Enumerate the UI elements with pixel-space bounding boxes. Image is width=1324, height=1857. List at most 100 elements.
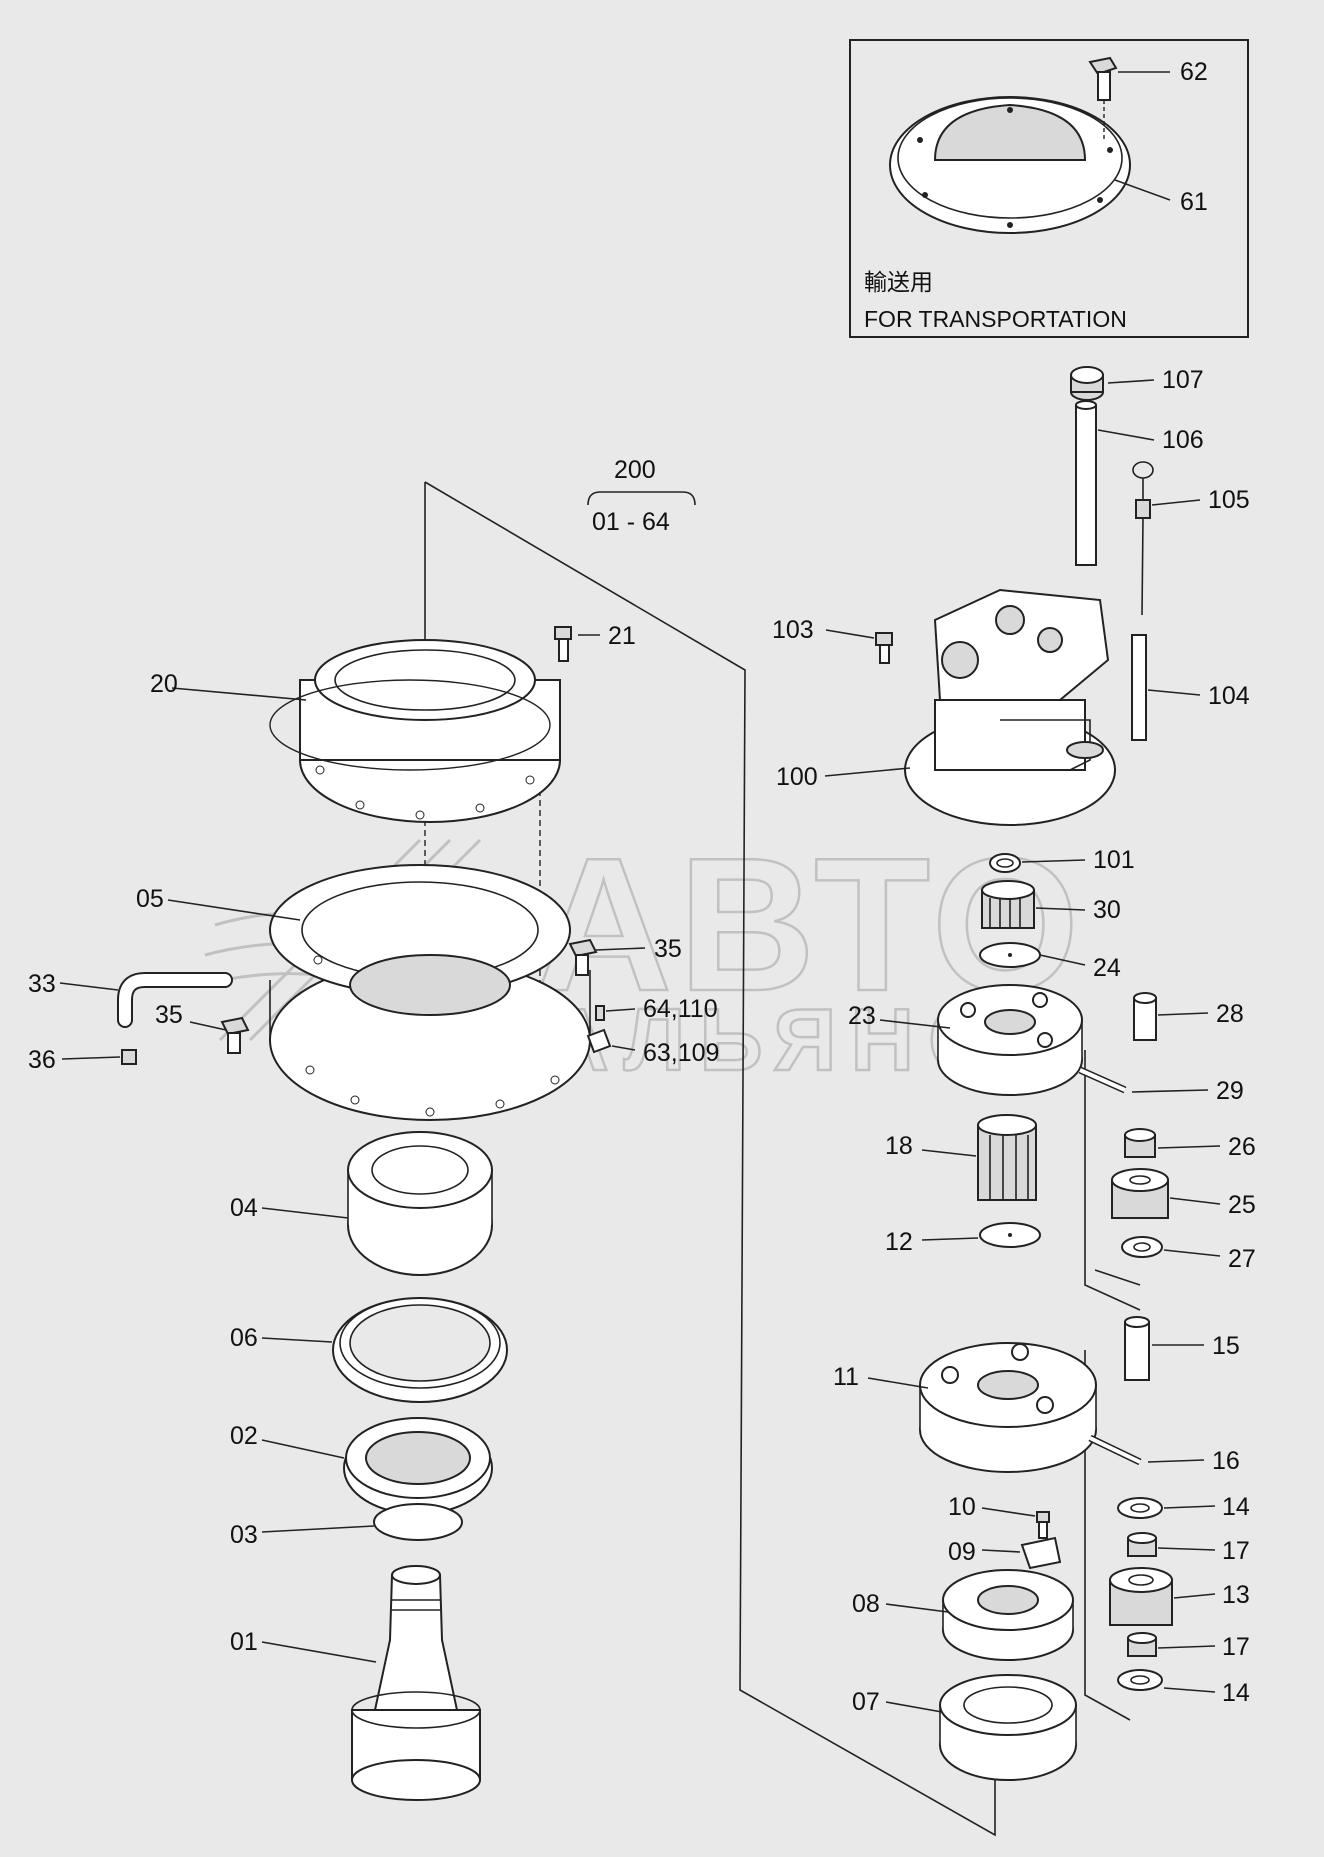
callout-17a: 17 xyxy=(1222,1537,1250,1565)
inset-title-en: FOR TRANSPORTATION xyxy=(864,306,1127,332)
callout-28: 28 xyxy=(1216,1000,1244,1028)
part-03-o-ring xyxy=(373,1503,463,1541)
group-number: 200 xyxy=(614,456,656,484)
callout-63-109: 63,109 xyxy=(643,1039,719,1067)
callout-36: 36 xyxy=(28,1046,56,1074)
part-103-bolt xyxy=(875,632,893,664)
group-200: 200 01 - 64 xyxy=(587,456,696,536)
part-09-plate xyxy=(1020,1536,1062,1570)
leader-23 xyxy=(879,1019,951,1029)
part-02-oil-seal xyxy=(343,1417,493,1515)
part-17-bearing-upper xyxy=(1127,1532,1157,1557)
leader-03 xyxy=(261,1525,375,1533)
callout-21: 21 xyxy=(608,622,636,650)
callout-09: 09 xyxy=(948,1538,976,1566)
callout-27: 27 xyxy=(1228,1245,1256,1273)
part-33-pipe xyxy=(117,972,233,1028)
leader-14b xyxy=(1163,1687,1216,1693)
leader-25 xyxy=(1169,1197,1221,1205)
part-13-planet-gear xyxy=(1109,1567,1173,1626)
leader-106 xyxy=(1097,429,1155,441)
leader-35a xyxy=(595,947,646,951)
part-101-snap-ring xyxy=(989,853,1021,873)
part-07-bearing xyxy=(939,1674,1077,1781)
callout-14b: 14 xyxy=(1222,1679,1250,1707)
part-14-washer-lower xyxy=(1117,1669,1163,1691)
part-17-bearing-lower xyxy=(1127,1632,1157,1657)
leader-02 xyxy=(261,1439,345,1459)
part-25-planet-gear xyxy=(1111,1168,1169,1219)
callout-105: 105 xyxy=(1208,486,1250,514)
callout-35a: 35 xyxy=(654,935,682,963)
leader-16 xyxy=(1147,1459,1205,1463)
part-36-plug xyxy=(121,1049,137,1065)
callout-03: 03 xyxy=(230,1521,258,1549)
callout-17b: 17 xyxy=(1222,1633,1250,1661)
part-14-washer-upper xyxy=(1117,1497,1163,1519)
callout-12: 12 xyxy=(885,1228,913,1256)
callout-64-110: 64,110 xyxy=(643,995,718,1023)
leader-28 xyxy=(1157,1012,1209,1016)
leader-103 xyxy=(825,629,875,639)
leader-20 xyxy=(171,687,307,701)
callout-11: 11 xyxy=(833,1363,859,1391)
leader-27 xyxy=(1163,1249,1221,1257)
leader-104 xyxy=(1147,689,1201,696)
part-10-bolt xyxy=(1036,1511,1050,1539)
callout-61: 61 xyxy=(1180,188,1208,216)
part-63-plate xyxy=(586,1028,612,1054)
part-11-carrier xyxy=(919,1342,1097,1473)
callout-62: 62 xyxy=(1180,58,1208,86)
part-12-thrust-plate xyxy=(979,1222,1041,1248)
leader-18 xyxy=(921,1149,977,1157)
callout-02: 02 xyxy=(230,1422,258,1450)
leader-12 xyxy=(921,1237,979,1241)
callout-04: 04 xyxy=(230,1194,258,1222)
callout-104: 104 xyxy=(1208,682,1250,710)
leader-101 xyxy=(1021,859,1086,863)
part-16-spring-pin xyxy=(1088,1434,1142,1466)
transport-inset: 62 61 輸送用 FOR TRANSPORTATION xyxy=(849,39,1249,338)
part-29-spring-pin xyxy=(1078,1066,1127,1094)
leader-100 xyxy=(824,767,911,777)
leader-26 xyxy=(1157,1145,1221,1149)
leader-35b xyxy=(189,1021,227,1031)
part-24-thrust-plate xyxy=(979,942,1041,968)
part-18-sun-gear xyxy=(977,1114,1037,1201)
part-20-ring-housing xyxy=(269,639,561,823)
part-27-washer xyxy=(1121,1236,1163,1258)
callout-20: 20 xyxy=(150,670,178,698)
part-105-dipstick xyxy=(1132,461,1154,616)
callout-106: 106 xyxy=(1162,426,1204,454)
part-08-gear-plate xyxy=(942,1569,1074,1661)
callout-35b: 35 xyxy=(155,1001,183,1029)
part-01-shaft xyxy=(351,1565,481,1801)
leader-29 xyxy=(1131,1089,1209,1093)
callout-107: 107 xyxy=(1162,366,1204,394)
leader-17a xyxy=(1157,1547,1216,1551)
leader-107 xyxy=(1107,379,1155,384)
callout-07: 07 xyxy=(852,1688,880,1716)
part-35-bolt-upper xyxy=(568,938,598,976)
inset-frame xyxy=(849,39,1249,338)
callout-25: 25 xyxy=(1228,1191,1256,1219)
callout-29: 29 xyxy=(1216,1077,1244,1105)
part-100-swing-motor xyxy=(904,588,1116,826)
part-15-pin xyxy=(1124,1316,1150,1381)
callout-06: 06 xyxy=(230,1324,258,1352)
part-107-cap xyxy=(1070,366,1104,401)
callout-26: 26 xyxy=(1228,1133,1256,1161)
callout-16: 16 xyxy=(1212,1447,1240,1475)
part-04-bearing xyxy=(347,1131,493,1276)
leader-07 xyxy=(885,1701,943,1713)
leader-36 xyxy=(61,1056,121,1060)
callout-08: 08 xyxy=(852,1590,880,1618)
callout-33: 33 xyxy=(28,970,56,998)
part-28-pin xyxy=(1133,992,1157,1041)
leader-14a xyxy=(1163,1505,1216,1509)
callout-15: 15 xyxy=(1212,1332,1240,1360)
callout-23: 23 xyxy=(848,1002,876,1030)
leader-06 xyxy=(261,1337,333,1343)
group-range: 01 - 64 xyxy=(592,508,670,536)
